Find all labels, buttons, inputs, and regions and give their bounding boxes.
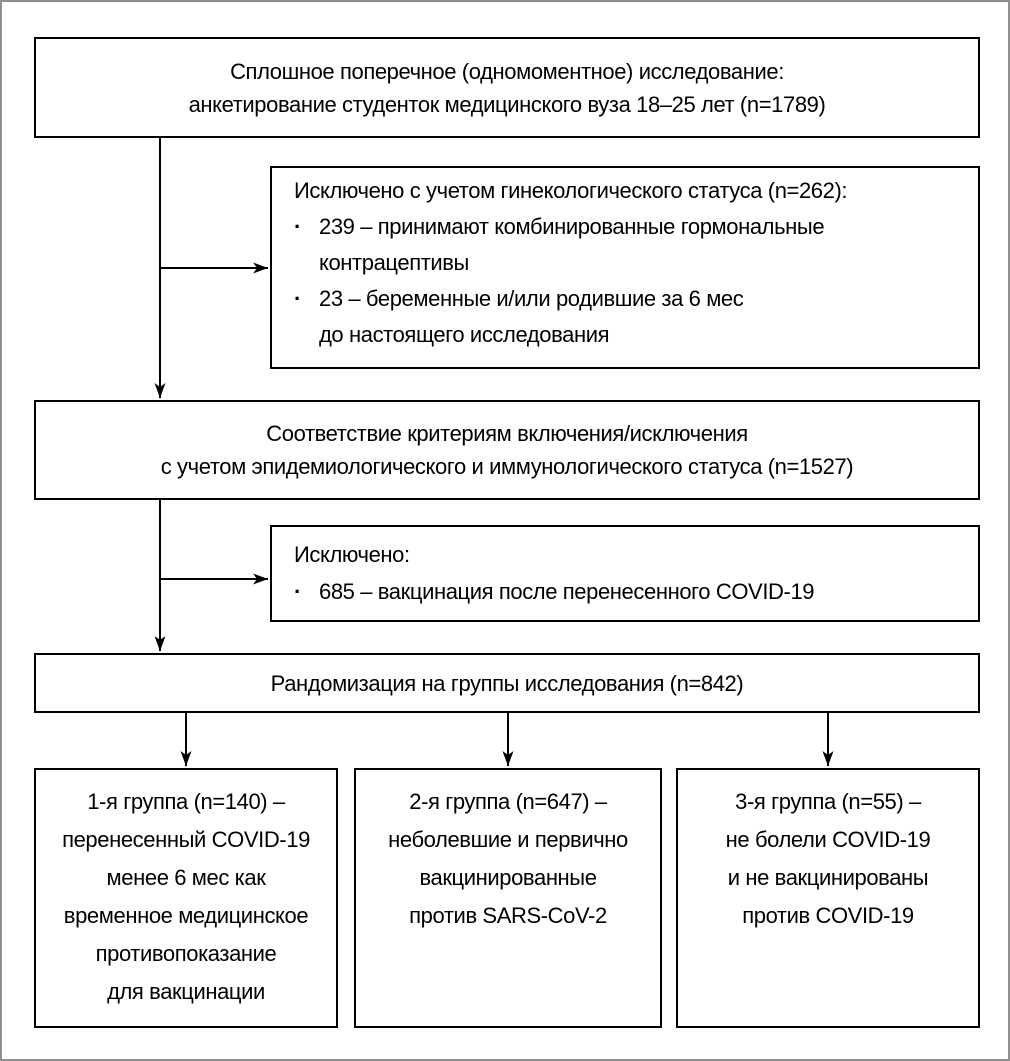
excluded-gyn-item-1: · 239 – принимают комбинированные гормон…	[294, 209, 958, 281]
box-group-3: 3-я группа (n=55) – не болели COVID-19 и…	[676, 768, 980, 1028]
box-group-2: 2-я группа (n=647) – неболевшие и первич…	[354, 768, 662, 1028]
excluded-vacc-item-1-text: 685 – вакцинация после перенесенного COV…	[319, 573, 958, 610]
screening-line-2: анкетирование студенток медицинского вуз…	[188, 91, 826, 117]
box-randomization: Рандомизация на группы исследования (n=8…	[34, 653, 980, 713]
criteria-line-1: Соответствие критериям включения/исключе…	[266, 421, 748, 446]
excluded-gyn-item-1-text: 239 – принимают комбинированные гормонал…	[319, 209, 958, 281]
group1-line: временное медицинское	[63, 903, 309, 928]
excluded-vacc-item-1: · 685 – вакцинация после перенесенного C…	[294, 573, 958, 610]
randomization-line: Рандомизация на группы исследования (n=8…	[270, 670, 744, 696]
text-line: 685 – вакцинация после перенесенного COV…	[319, 579, 815, 604]
bullet-dot-icon: ·	[294, 214, 301, 239]
text-line: 23 – беременные и/или родившие за 6 мес	[319, 286, 744, 311]
group1-line: менее 6 мес как	[106, 865, 266, 890]
group2-line: вакцинированные	[419, 865, 597, 890]
group3-line: против COVID-19	[742, 903, 914, 928]
bullet-dot-icon: ·	[294, 286, 301, 311]
group3-line: не болели COVID-19	[725, 827, 931, 852]
group2-line: неболевшие и первично	[388, 827, 628, 852]
excluded-gyn-header: Исключено с учетом гинекологического ста…	[294, 178, 848, 203]
group1-line: 1-я группа (n=140) –	[87, 789, 285, 814]
text-line: 239 – принимают комбинированные гормонал…	[319, 214, 825, 239]
group1-line: перенесенный COVID-19	[62, 827, 310, 852]
excluded-gyn-item-2: · 23 – беременные и/или родившие за 6 ме…	[294, 281, 958, 353]
box-group-1: 1-я группа (n=140) – перенесенный COVID-…	[34, 768, 338, 1028]
group3-line: и не вакцинированы	[727, 865, 929, 890]
text-line: контрацептивы	[319, 250, 469, 275]
text-line: до настоящего исследования	[319, 322, 610, 347]
group1-line: противопоказание	[95, 941, 277, 966]
box-excluded-vacc: Исключено: · 685 – вакцинация после пере…	[270, 525, 980, 622]
excluded-gyn-item-2-text: 23 – беременные и/или родившие за 6 мес …	[319, 281, 958, 353]
box-excluded-gyn: Исключено с учетом гинекологического ста…	[270, 166, 980, 369]
box-criteria: Соответствие критериям включения/исключе…	[34, 400, 980, 500]
group2-line: 2-я группа (n=647) –	[409, 789, 607, 814]
group1-line: для вакцинации	[107, 979, 265, 1004]
screening-line-1: Сплошное поперечное (одномоментное) иссл…	[230, 58, 784, 84]
group3-line: 3-я группа (n=55) –	[735, 789, 921, 814]
excluded-vacc-header: Исключено:	[294, 542, 410, 567]
box-screening: Сплошное поперечное (одномоментное) иссл…	[34, 37, 980, 138]
criteria-line-2: с учетом эпидемиологического и иммунолог…	[160, 454, 854, 479]
group2-line: против SARS-CoV-2	[409, 903, 607, 928]
bullet-dot-icon: ·	[294, 579, 301, 604]
